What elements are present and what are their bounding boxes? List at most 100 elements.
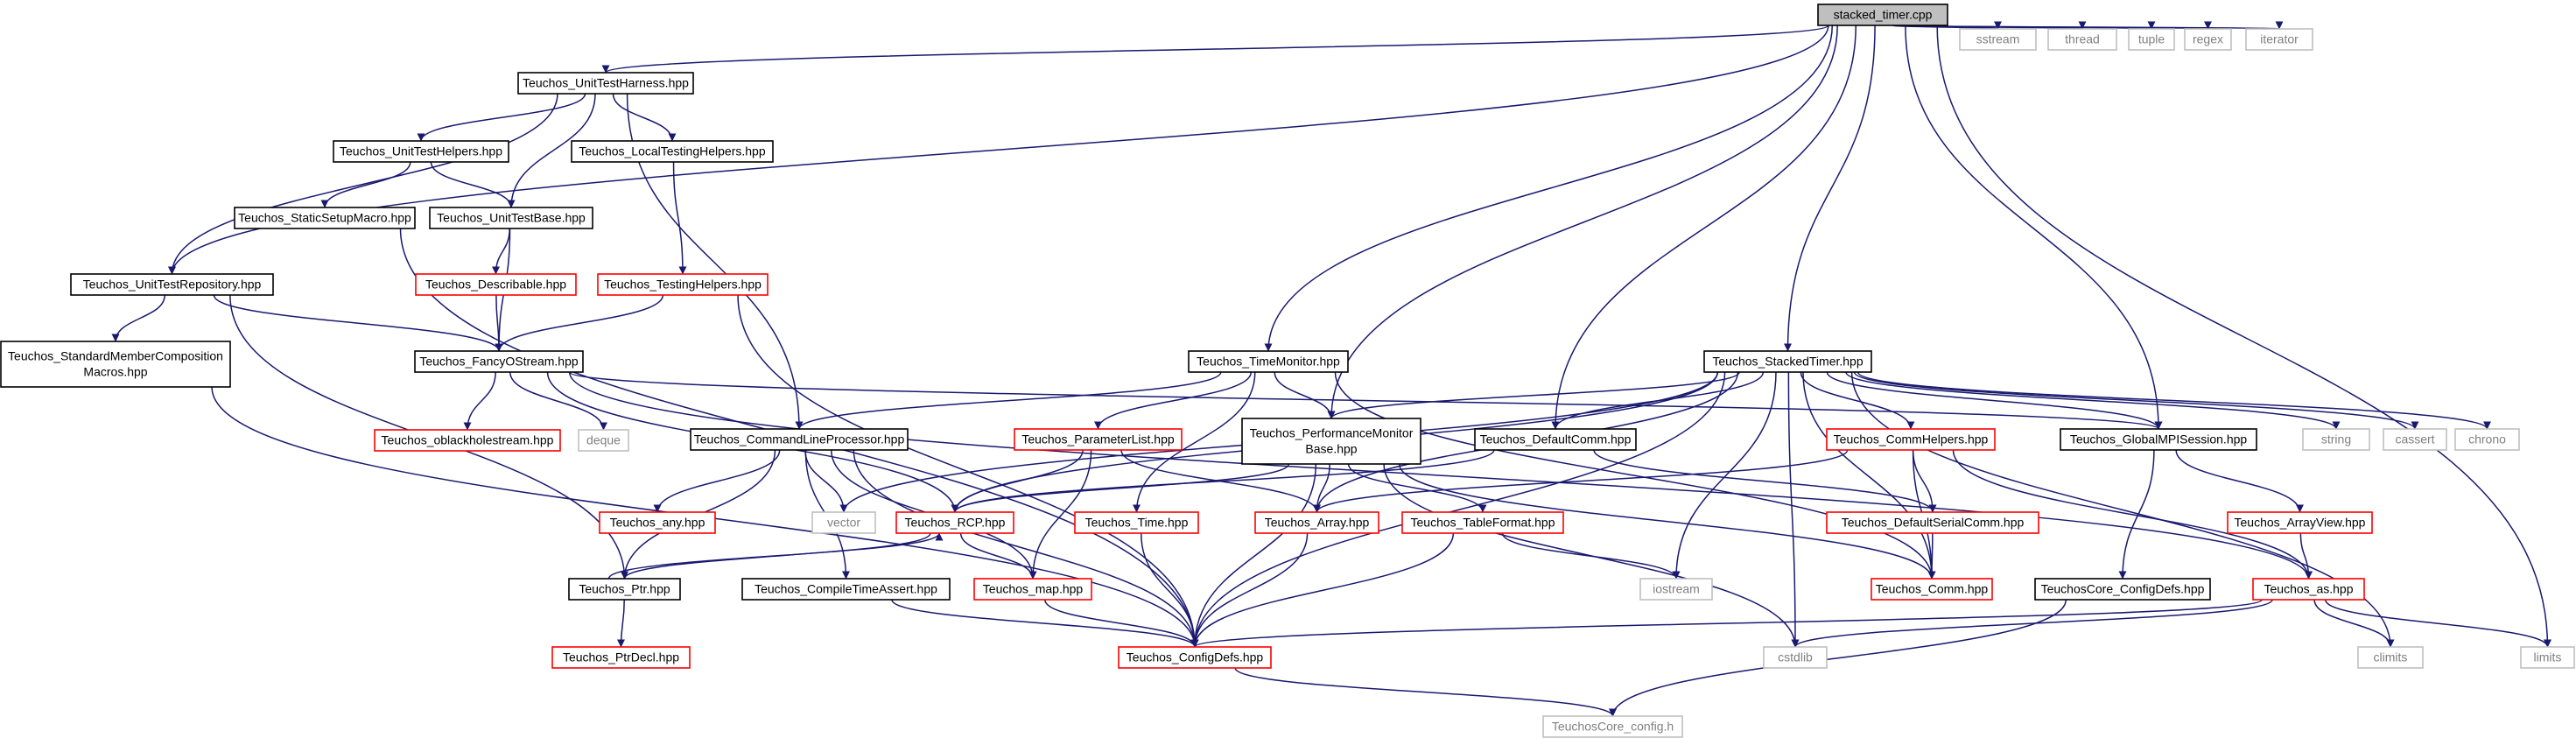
node-iostream: iostream <box>1639 578 1713 601</box>
node-label: Teuchos_CommandLineProcessor.hpp <box>694 432 905 446</box>
edge-unit_test_harness-to-local_testing_helpers <box>612 93 677 142</box>
edge-table_format-to-config_defs <box>1190 532 1455 648</box>
node-label: Teuchos_as.hpp <box>2264 582 2354 596</box>
edge-line <box>320 161 411 208</box>
node-stacked-timer-hpp[interactable]: Teuchos_StackedTimer.hpp <box>1703 350 1872 373</box>
edge-performance_monitor-to-config_defs <box>1190 463 1317 648</box>
node-core-config-defs[interactable]: TeuchosCore_ConfigDefs.hpp <box>2034 578 2211 601</box>
edge-stacked_timer-to-stacked_timer_hpp <box>1784 25 1876 352</box>
node-iterator: iterator <box>2245 28 2313 51</box>
node-compile-time-assert[interactable]: Teuchos_CompileTimeAssert.hpp <box>741 578 951 601</box>
node-ptr[interactable]: Teuchos_Ptr.hpp <box>568 578 681 601</box>
edge-compile_time_assert-to-config_defs <box>891 599 1199 648</box>
edge-unit_test_harness-to-unit_test_repository <box>168 93 558 275</box>
edge-line <box>492 228 510 275</box>
node-box <box>1474 428 1637 451</box>
node-label: Macros.hpp <box>83 365 147 379</box>
node-as[interactable]: Teuchos_as.hpp <box>2252 578 2365 601</box>
node-label: climits <box>2374 650 2408 664</box>
node-label: Teuchos_TestingHelpers.hpp <box>604 278 762 292</box>
node-command-line[interactable]: Teuchos_CommandLineProcessor.hpp <box>690 428 909 451</box>
node-describable[interactable]: Teuchos_Describable.hpp <box>415 273 577 296</box>
node-box <box>1254 511 1379 534</box>
node-unit-test-helpers[interactable]: Teuchos_UnitTestHelpers.hpp <box>333 140 509 163</box>
node-standard-member[interactable]: Teuchos_StandardMemberCompositionMacros.… <box>0 341 231 388</box>
node-label: cassert <box>2395 432 2434 446</box>
node-string: string <box>2302 428 2370 451</box>
node-time[interactable]: Teuchos_Time.hpp <box>1074 511 1199 534</box>
node-config-defs[interactable]: Teuchos_ConfigDefs.hpp <box>1118 646 1272 669</box>
node-default-serial-comm[interactable]: Teuchos_DefaultSerialComm.hpp <box>1826 511 2039 534</box>
edge-core_config_defs-to-core_config_h <box>1609 599 2067 717</box>
node-label: Teuchos_DefaultSerialComm.hpp <box>1842 516 2025 530</box>
node-local-testing-helpers[interactable]: Teuchos_LocalTestingHelpers.hpp <box>571 140 774 163</box>
node-fancy-ostream[interactable]: Teuchos_FancyOStream.hpp <box>414 350 584 373</box>
edge-local_testing_helpers-to-testing_helpers <box>672 161 687 275</box>
node-ptr-decl[interactable]: Teuchos_PtrDecl.hpp <box>551 646 691 669</box>
node-rcp[interactable]: Teuchos_RCP.hpp <box>895 511 1014 534</box>
edge-line <box>1927 532 1936 580</box>
node-core-config-h: TeuchosCore_config.h <box>1542 715 1683 738</box>
node-table-format[interactable]: Teuchos_TableFormat.hpp <box>1401 511 1564 534</box>
node-parameter-list[interactable]: Teuchos_ParameterList.hpp <box>1014 428 1183 451</box>
node-box <box>2302 428 2370 451</box>
node-array[interactable]: Teuchos_Array.hpp <box>1254 511 1379 534</box>
edge-performance_monitor-to-comm <box>1399 463 1936 580</box>
edge-line <box>2118 449 2155 580</box>
edge-line <box>1791 599 2273 648</box>
edge-map-to-config_defs <box>1044 599 1199 648</box>
edge-unit_test_harness-to-unit_test_helpers <box>417 93 586 142</box>
node-unit-test-harness[interactable]: Teuchos_UnitTestHarness.hpp <box>517 72 694 95</box>
node-box <box>2520 646 2575 669</box>
node-array-view[interactable]: Teuchos_ArrayView.hpp <box>2227 511 2373 534</box>
node-testing-helpers[interactable]: Teuchos_TestingHelpers.hpp <box>597 273 769 296</box>
node-label: Teuchos_ParameterList.hpp <box>1021 432 1175 446</box>
edge-line <box>672 161 687 275</box>
edge-array-to-config_defs <box>1190 532 1309 648</box>
node-box <box>973 578 1092 601</box>
node-global-mpi[interactable]: Teuchos_GlobalMPISession.hpp <box>2060 428 2257 451</box>
node-label: Teuchos_GlobalMPISession.hpp <box>2070 432 2248 446</box>
node-box <box>1763 646 1828 669</box>
node-static-setup-macro[interactable]: Teuchos_StaticSetupMacro.hpp <box>234 207 416 229</box>
edge-command_line-to-vector <box>804 449 848 513</box>
node-box <box>429 207 593 229</box>
node-stacked-timer[interactable]: stacked_timer.cpp <box>1817 4 1948 26</box>
node-label: Teuchos_any.hpp <box>610 516 705 530</box>
node-unit-test-base[interactable]: Teuchos_UnitTestBase.hpp <box>429 207 593 229</box>
edge-line <box>1399 463 1936 580</box>
node-box <box>2227 511 2373 534</box>
node-box <box>70 273 274 296</box>
node-time-monitor[interactable]: Teuchos_TimeMonitor.hpp <box>1188 350 1349 373</box>
node-box <box>414 350 584 373</box>
edge-line <box>1800 371 1915 430</box>
edge-line <box>1912 449 1937 513</box>
edge-line <box>1551 25 1857 430</box>
edge-line <box>1190 599 2263 648</box>
node-box <box>517 72 694 95</box>
edge-line <box>2175 449 2304 513</box>
node-comm-helpers[interactable]: Teuchos_CommHelpers.hpp <box>1826 428 1996 451</box>
node-unit-test-repository[interactable]: Teuchos_UnitTestRepository.hpp <box>70 273 274 296</box>
node-label: Teuchos_FancyOStream.hpp <box>419 355 579 369</box>
node-label: regex <box>2193 32 2223 46</box>
node-default-comm[interactable]: Teuchos_DefaultComm.hpp <box>1474 428 1637 451</box>
edge-array_view-to-as <box>2299 532 2313 580</box>
edge-line <box>495 294 664 352</box>
edge-time_monitor-to-comm <box>1334 371 1936 580</box>
node-comm[interactable]: Teuchos_Comm.hpp <box>1871 578 1993 601</box>
node-label: Teuchos_PtrDecl.hpp <box>563 650 679 664</box>
edge-line <box>417 93 586 142</box>
node-map[interactable]: Teuchos_map.hpp <box>973 578 1092 601</box>
node-box <box>2047 28 2117 51</box>
node-oblackhole[interactable]: Teuchos_oblackholestream.hpp <box>374 429 561 452</box>
edge-unit_test_repository-to-standard_member <box>111 294 165 342</box>
node-label: Teuchos_CommHelpers.hpp <box>1834 432 1989 446</box>
edge-stacked_timer_hpp-to-performance_monitor <box>1327 371 1740 419</box>
edge-line <box>1347 463 1487 513</box>
edge-default_serial_comm-to-comm <box>1927 532 1936 580</box>
node-label: TeuchosCore_ConfigDefs.hpp <box>2041 582 2205 596</box>
node-any[interactable]: Teuchos_any.hpp <box>599 511 716 534</box>
